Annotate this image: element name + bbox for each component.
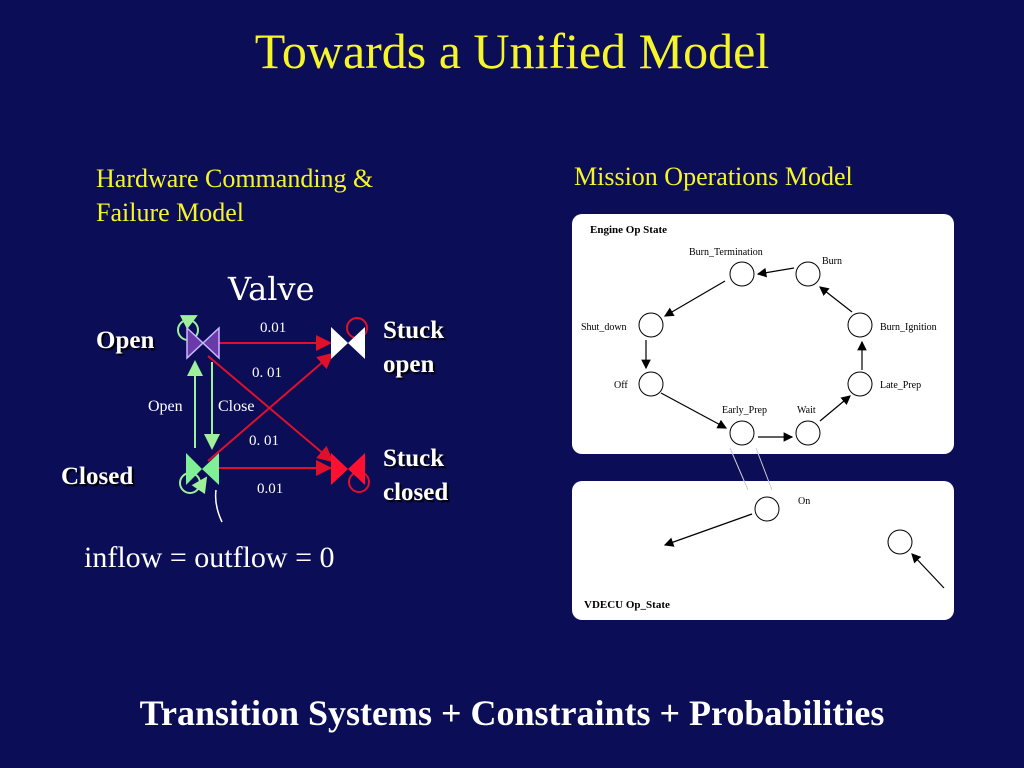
probability-label: 0. 01	[252, 365, 282, 381]
node-wait	[795, 420, 821, 446]
node-burn-termination	[729, 261, 755, 287]
edge-in-to-other	[911, 553, 945, 589]
edge-ignition-to-burn	[819, 286, 853, 313]
open-valve-icon	[186, 326, 220, 360]
node-label-shut-down: Shut_down	[581, 322, 627, 333]
close-command-label: Close	[218, 398, 255, 415]
panel-link	[729, 447, 749, 491]
probability-label: 0.01	[257, 481, 284, 497]
node-label-burn-termination: Burn_Termination	[689, 247, 763, 258]
node-off	[638, 371, 664, 397]
edge-off-to-early-prep	[660, 392, 728, 429]
state-closed-label: Closed	[61, 463, 134, 490]
edge-wait-to-late-prep	[819, 395, 851, 422]
node-label-burn-ignition: Burn_Ignition	[880, 322, 937, 333]
node-late-prep	[847, 371, 873, 397]
slide-footer: Transition Systems + Constraints + Proba…	[139, 693, 885, 733]
node-label-burn: Burn	[822, 256, 842, 267]
open-command-label: Open	[148, 398, 183, 415]
stuck-open-valve-icon	[331, 327, 365, 359]
stuck-closed-line1: Stuck	[383, 445, 445, 472]
node-label-wait: Wait	[797, 405, 816, 416]
state-stuck-open-label: Stuck open	[383, 314, 444, 382]
state-stuck-closed-label: Stuck closed	[383, 442, 448, 510]
edge-termination-to-shutdown	[663, 280, 726, 317]
node-burn	[795, 261, 821, 287]
stuck-open-line1: Stuck	[383, 317, 445, 344]
closed-valve-icon	[186, 453, 219, 485]
probability-label: 0. 01	[249, 433, 279, 449]
flow-constraint: inflow = outflow = 0	[84, 541, 335, 574]
panel-link	[755, 447, 773, 491]
edge-on-out	[663, 513, 753, 547]
node-burn-ignition	[847, 312, 873, 338]
node-on	[754, 496, 780, 522]
valve-title: Valve	[228, 270, 315, 308]
node-label-late-prep: Late_Prep	[880, 380, 922, 391]
probability-label: 0.01	[260, 320, 287, 336]
stuck-open-line2: open	[383, 351, 435, 378]
node-label-off: Off	[614, 380, 628, 391]
hardware-caption-line1: Hardware Commanding &	[96, 164, 374, 193]
node-label-early-prep: Early_Prep	[722, 405, 767, 416]
node-shut-down	[638, 312, 664, 338]
engine-panel-title: Engine Op State	[590, 224, 668, 236]
mission-model-caption: Mission Operations Model	[574, 162, 853, 191]
stuck-closed-valve-icon	[331, 453, 365, 485]
node-label-on: On	[798, 496, 811, 507]
edge-burn-to-termination	[756, 267, 795, 278]
initial-state-pointer	[214, 489, 223, 523]
hardware-caption-line2: Failure Model	[96, 198, 245, 227]
hardware-model-caption: Hardware Commanding & Failure Model	[96, 162, 436, 230]
node-vdecu-other	[887, 529, 913, 555]
node-early-prep	[729, 420, 755, 446]
engine-op-state-panel	[572, 214, 954, 454]
transition-closed-to-stuck-open	[207, 352, 334, 462]
stuck-closed-line2: closed	[383, 479, 449, 506]
vdecu-panel-title: VDECU Op_State	[584, 599, 670, 611]
slide-title: Towards a Unified Model	[254, 23, 770, 79]
state-open-label: Open	[96, 327, 155, 354]
